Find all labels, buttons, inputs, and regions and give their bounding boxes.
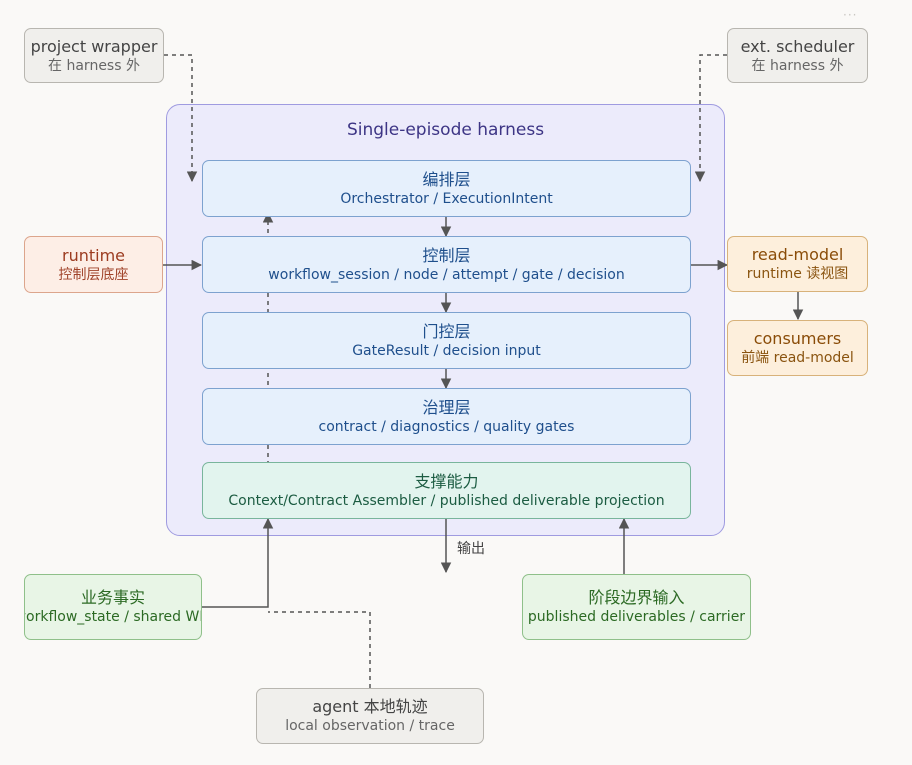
output-label: 输出 xyxy=(457,541,485,557)
control-layer: 控制层 workflow_session / node / attempt / … xyxy=(202,236,691,293)
read-model-subtitle: runtime 读视图 xyxy=(746,266,849,282)
orchestration-layer: 编排层 Orchestrator / ExecutionIntent xyxy=(202,160,691,217)
agent-trace-subtitle: local observation / trace xyxy=(285,718,455,734)
business-facts-node: 业务事实 workflow_state / shared WM xyxy=(24,574,202,640)
stage-boundary-node: 阶段边界输入 published deliverables / carrier xyxy=(522,574,751,640)
orchestration-layer-subtitle: Orchestrator / ExecutionIntent xyxy=(340,190,553,207)
project-wrapper-subtitle: 在 harness 外 xyxy=(48,57,140,74)
agent-trace-title: agent 本地轨迹 xyxy=(312,697,428,716)
control-layer-title: 控制层 xyxy=(422,245,471,265)
stage-boundary-subtitle: published deliverables / carrier xyxy=(527,609,746,625)
edge-ext-scheduler-to-orchestration xyxy=(694,54,727,183)
read-model-title: read-model xyxy=(751,245,844,264)
edge-agent-trace-to-support xyxy=(268,611,371,688)
governance-layer-subtitle: contract / diagnostics / quality gates xyxy=(318,418,575,435)
stage-boundary-title: 阶段边界输入 xyxy=(588,588,685,607)
agent-trace-node: agent 本地轨迹 local observation / trace xyxy=(256,688,484,744)
business-facts-subtitle: workflow_state / shared WM xyxy=(24,609,202,625)
runtime-subtitle: 控制层底座 xyxy=(58,266,129,283)
project-wrapper-node: project wrapper 在 harness 外 xyxy=(24,28,164,83)
ext-scheduler-title: ext. scheduler xyxy=(740,36,855,56)
read-model-node: read-model runtime 读视图 xyxy=(727,236,868,292)
edge-business-facts-to-support xyxy=(202,517,274,608)
project-wrapper-title: project wrapper xyxy=(30,36,158,56)
support-layer: 支撑能力 Context/Contract Assembler / publis… xyxy=(202,462,691,519)
governance-layer-title: 治理层 xyxy=(422,397,471,417)
runtime-title: runtime xyxy=(61,245,125,265)
support-layer-subtitle: Context/Contract Assembler / published d… xyxy=(228,492,665,509)
business-facts-title: 业务事实 xyxy=(80,588,145,607)
ext-scheduler-subtitle: 在 harness 外 xyxy=(751,57,844,74)
ext-scheduler-node: ext. scheduler 在 harness 外 xyxy=(727,28,868,83)
runtime-node: runtime 控制层底座 xyxy=(24,236,163,293)
consumers-subtitle: 前端 read-model xyxy=(741,350,854,366)
consumers-title: consumers xyxy=(753,329,842,348)
consumers-node: consumers 前端 read-model xyxy=(727,320,868,376)
support-layer-title: 支撑能力 xyxy=(414,471,479,491)
edge-project-wrapper-to-orchestration xyxy=(164,54,198,183)
more-options-icon[interactable]: ··· xyxy=(843,8,858,22)
governance-layer: 治理层 contract / diagnostics / quality gat… xyxy=(202,388,691,445)
gate-layer-subtitle: GateResult / decision input xyxy=(352,342,541,359)
control-layer-subtitle: workflow_session / node / attempt / gate… xyxy=(268,266,625,283)
harness-title: Single-episode harness xyxy=(346,120,545,140)
orchestration-layer-title: 编排层 xyxy=(422,169,471,189)
gate-layer-title: 门控层 xyxy=(422,321,471,341)
gate-layer: 门控层 GateResult / decision input xyxy=(202,312,691,369)
